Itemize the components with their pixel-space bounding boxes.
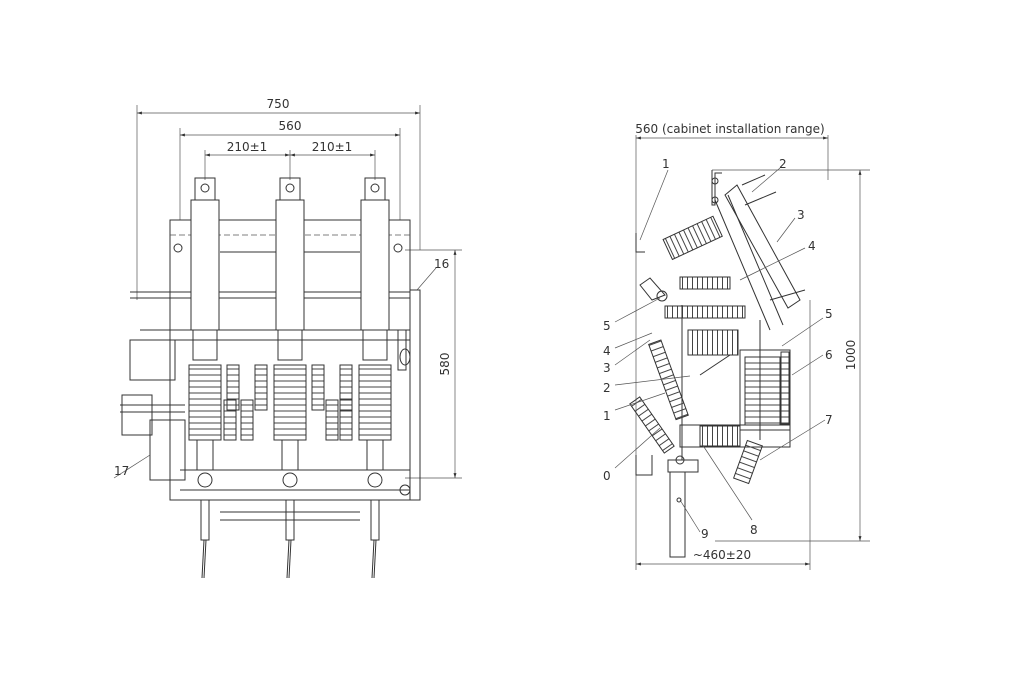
svg-text:3: 3 <box>797 208 805 222</box>
dim-pitch-left-label: 210±1 <box>227 140 268 154</box>
callouts-left: 1 5 4 3 2 1 0 <box>603 157 691 483</box>
pole-tube <box>275 199 305 331</box>
svg-text:1: 1 <box>662 157 670 171</box>
svg-text:2: 2 <box>779 157 787 171</box>
svg-text:6: 6 <box>825 348 833 362</box>
pole-top-terminal <box>194 177 216 201</box>
dim-range-label: 560 (cabinet installation range) <box>635 122 824 136</box>
dimension-560: 560 <box>179 119 401 220</box>
svg-text:4: 4 <box>808 239 816 253</box>
dimension-750: 750 <box>136 97 421 300</box>
dim-1000-label: 1000 <box>844 340 858 371</box>
svg-text:16: 16 <box>434 257 449 271</box>
callouts-right: 2 3 4 5 6 7 8 9 <box>679 157 833 541</box>
dim-560-label: 560 <box>279 119 302 133</box>
svg-text:5: 5 <box>603 319 611 333</box>
dimension-depth: ~460±20 <box>636 300 811 570</box>
svg-text:17: 17 <box>114 464 129 478</box>
svg-text:2: 2 <box>603 381 611 395</box>
svg-text:4: 4 <box>603 344 611 358</box>
front-view: 750 560 210±1 210±1 580 <box>113 97 462 579</box>
dim-pitch-right-label: 210±1 <box>312 140 353 154</box>
pole-insulator <box>188 364 222 441</box>
pole-insulator <box>358 364 392 441</box>
dimension-pitch: 210±1 210±1 <box>204 140 376 180</box>
pole-tube <box>360 199 390 331</box>
callout-16: 16 <box>416 257 449 291</box>
pole-tube <box>190 199 220 331</box>
dimension-range: 560 (cabinet installation range) <box>635 122 829 570</box>
dimension-1000: 1000 <box>712 169 870 542</box>
pole-top-terminal <box>279 177 301 201</box>
svg-text:9: 9 <box>701 527 709 541</box>
svg-text:8: 8 <box>750 523 758 537</box>
pole-top-terminal <box>364 177 386 201</box>
side-view: 560 (cabinet installation range) 1000 ~4… <box>603 122 870 570</box>
svg-text:7: 7 <box>825 413 833 427</box>
svg-text:3: 3 <box>603 361 611 375</box>
callout-17: 17 <box>113 454 151 479</box>
svg-text:5: 5 <box>825 307 833 321</box>
dim-750-label: 750 <box>267 97 290 111</box>
dim-depth-label: ~460±20 <box>693 548 751 562</box>
svg-text:1: 1 <box>603 409 611 423</box>
svg-text:0: 0 <box>603 469 611 483</box>
pole-insulator <box>273 364 307 441</box>
dim-580-label: 580 <box>438 353 452 376</box>
dimension-580: 580 <box>405 249 462 479</box>
